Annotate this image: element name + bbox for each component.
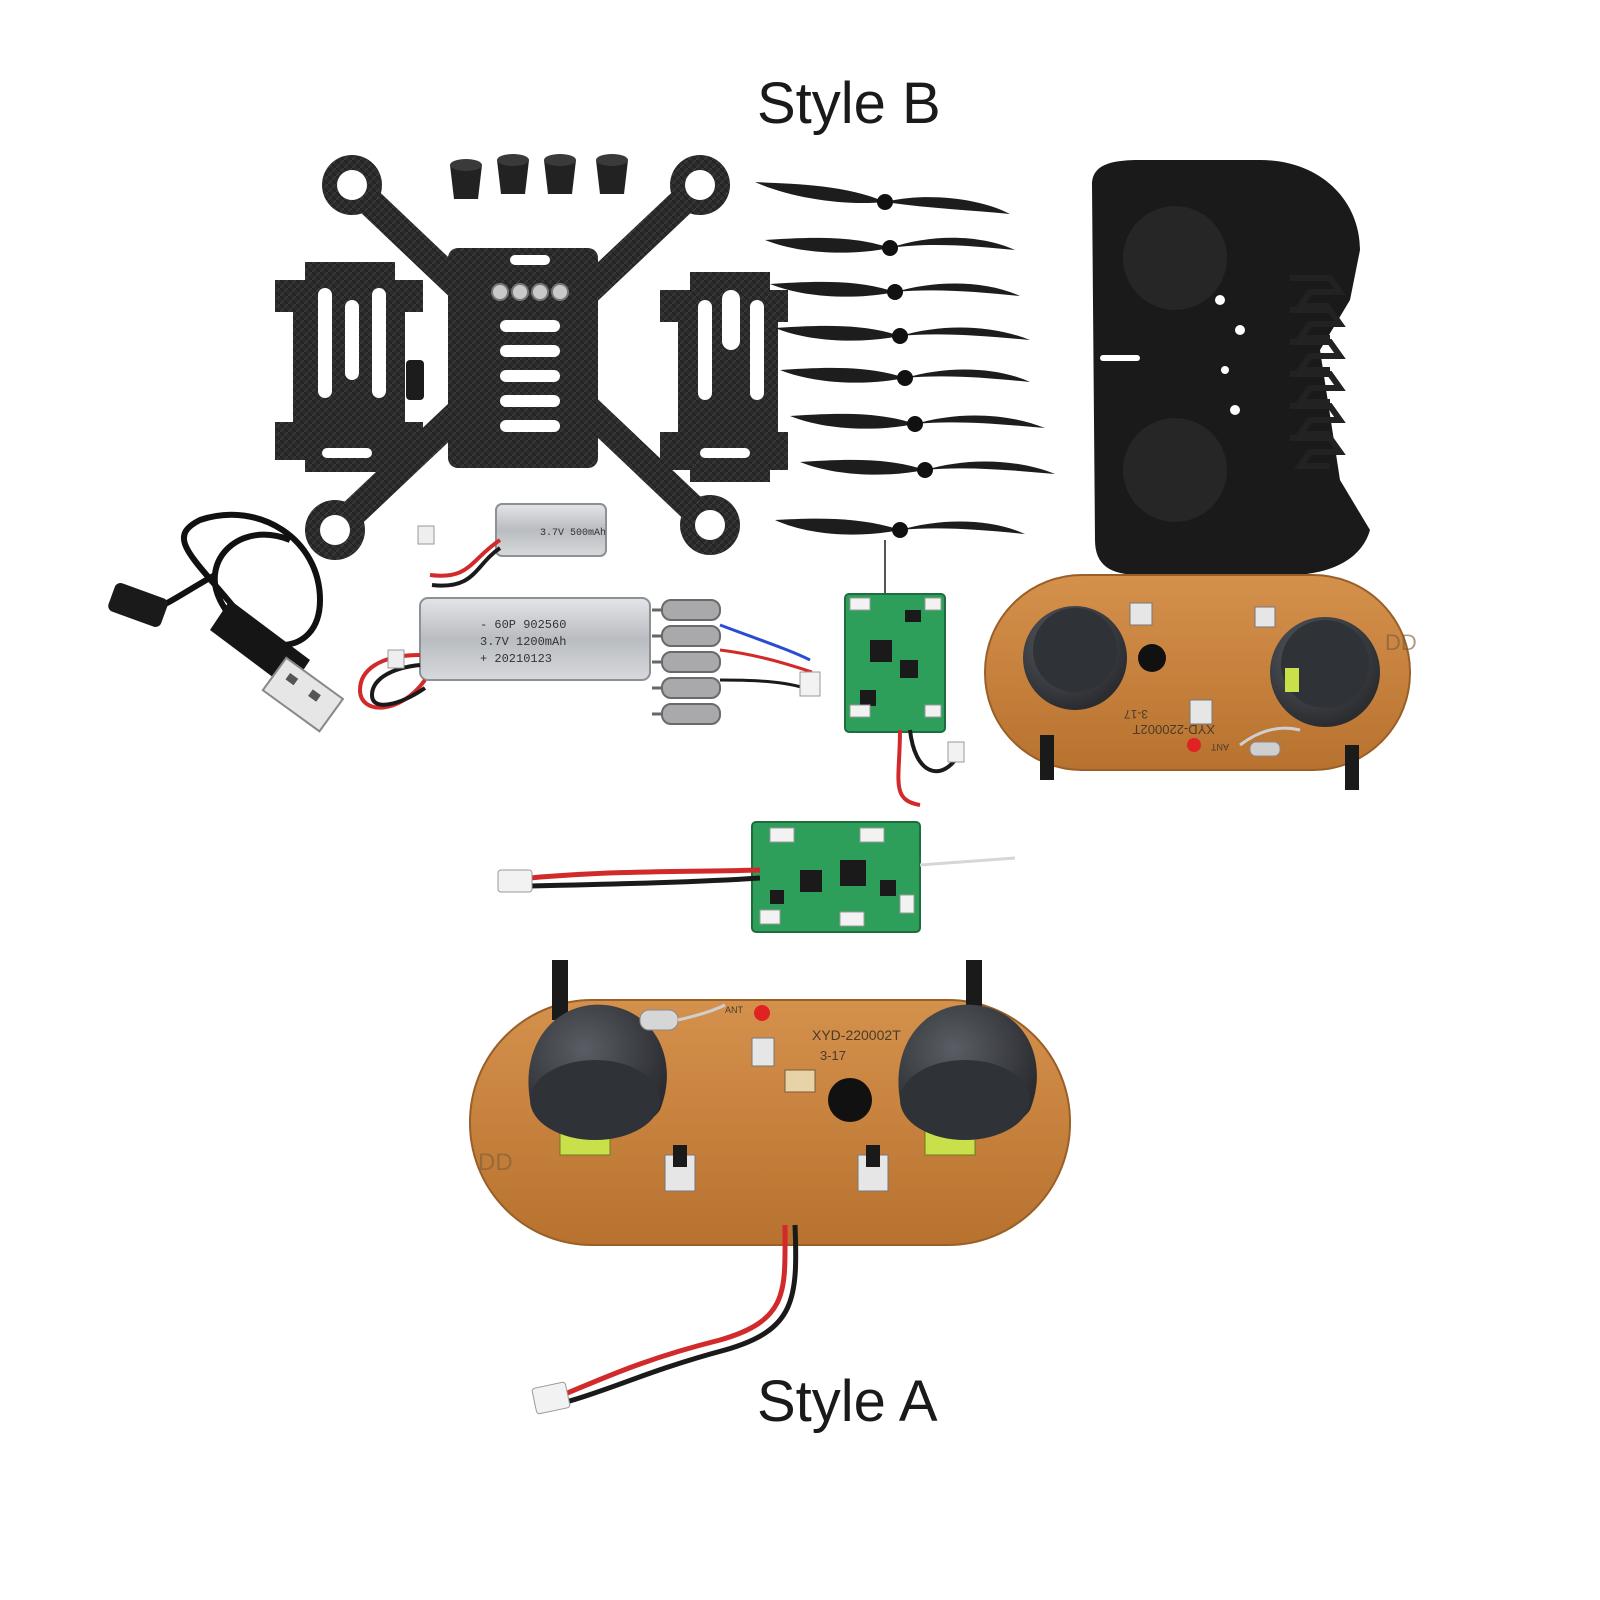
standoff-spacer <box>406 360 424 400</box>
rubber-dampers <box>450 154 628 199</box>
style-b-label: Style B <box>757 71 941 136</box>
remote-b-edge-mark: DD <box>1385 630 1417 655</box>
style-a-label: Style A <box>757 1369 938 1434</box>
remote-a-edge-mark: DD <box>478 1149 513 1176</box>
controller-shell-plate <box>1092 160 1370 575</box>
carbon-side-plate-left <box>275 262 423 472</box>
remote-b-model: XYD-220002T <box>1133 722 1215 737</box>
battery-small-label: 3.7V 500mAh <box>540 527 606 539</box>
propellers <box>755 182 1055 538</box>
battery-large-line2: 3.7V 1200mAh <box>480 635 566 649</box>
remote-board-style-b: XYD-220002T 3-17 ANT DD <box>984 574 1417 790</box>
flight-controller-board-middle <box>497 821 1016 933</box>
battery-large: - 60P 902560 3.7V 1200mAh + 20210123 <box>357 597 651 710</box>
remote-b-date: 3-17 <box>1124 707 1148 721</box>
carbon-side-plate-right <box>660 272 788 482</box>
remote-board-style-a: XYD-220002T 3-17 ANT DD <box>469 960 1071 1415</box>
battery-large-line1: - 60P 902560 <box>480 618 566 632</box>
battery-small: 3.7V 500mAh <box>417 503 607 588</box>
flight-controller-board-top <box>844 540 965 807</box>
remote-a-date: 3-17 <box>820 1048 846 1063</box>
remote-a-model: XYD-220002T <box>812 1027 901 1043</box>
button-caps-stack <box>1290 275 1346 469</box>
battery-large-line3: + 20210123 <box>480 652 552 666</box>
coreless-motors <box>652 599 821 725</box>
usb-charging-cable <box>108 511 345 733</box>
remote-b-ant: ANT <box>1210 742 1229 752</box>
carbon-x-frame <box>305 155 740 560</box>
remote-a-ant: ANT <box>725 1005 744 1015</box>
